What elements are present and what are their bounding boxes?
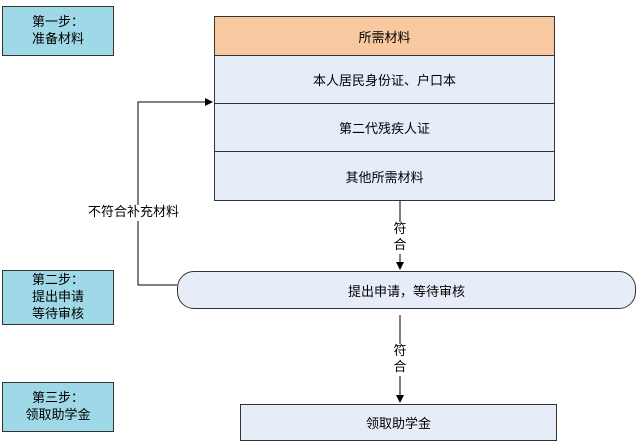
step-1-label: 第一步： 准备材料 — [2, 6, 114, 56]
pass-label-2-text: 符合 — [393, 344, 407, 375]
materials-header-text: 所需材料 — [358, 30, 411, 46]
step-2-label: 第二步： 提出申请 等待审核 — [2, 270, 114, 325]
materials-item-1-text: 本人居民身份证、户口本 — [312, 74, 456, 89]
receive-box-text: 领取助学金 — [365, 417, 431, 432]
pass-label-2: 符合 — [392, 344, 408, 376]
materials-header: 所需材料 — [214, 16, 555, 56]
materials-item-1: 本人居民身份证、户口本 — [214, 55, 555, 104]
step-1-line2: 准备材料 — [31, 32, 84, 47]
apply-box-text: 提出申请，等待审核 — [347, 284, 465, 300]
step-2-line3: 等待审核 — [31, 307, 84, 322]
step-1-line1: 第一步： — [31, 15, 84, 30]
receive-box: 领取助学金 — [240, 404, 557, 441]
materials-item-2-text: 第二代残疾人证 — [338, 122, 430, 137]
step-3-line1: 第三步： — [31, 391, 84, 406]
fail-label-text: 不符合补充材料 — [88, 205, 180, 220]
arrow-fail-loop — [137, 98, 213, 286]
fail-label: 不符合补充材料 — [88, 205, 180, 221]
materials-item-3: 其他所需材料 — [214, 151, 555, 201]
step-2-line2: 提出申请 — [31, 290, 84, 305]
materials-item-3-text: 其他所需材料 — [345, 170, 424, 186]
apply-box: 提出申请，等待审核 — [177, 271, 636, 309]
materials-item-2: 第二代残疾人证 — [214, 103, 555, 152]
step-3-line2: 领取助学金 — [25, 408, 91, 423]
step-3-label: 第三步： 领取助学金 — [2, 382, 114, 432]
pass-label-1-text: 符合 — [393, 222, 407, 253]
step-2-line1: 第二步： — [31, 273, 84, 288]
pass-label-1: 符合 — [392, 222, 408, 254]
